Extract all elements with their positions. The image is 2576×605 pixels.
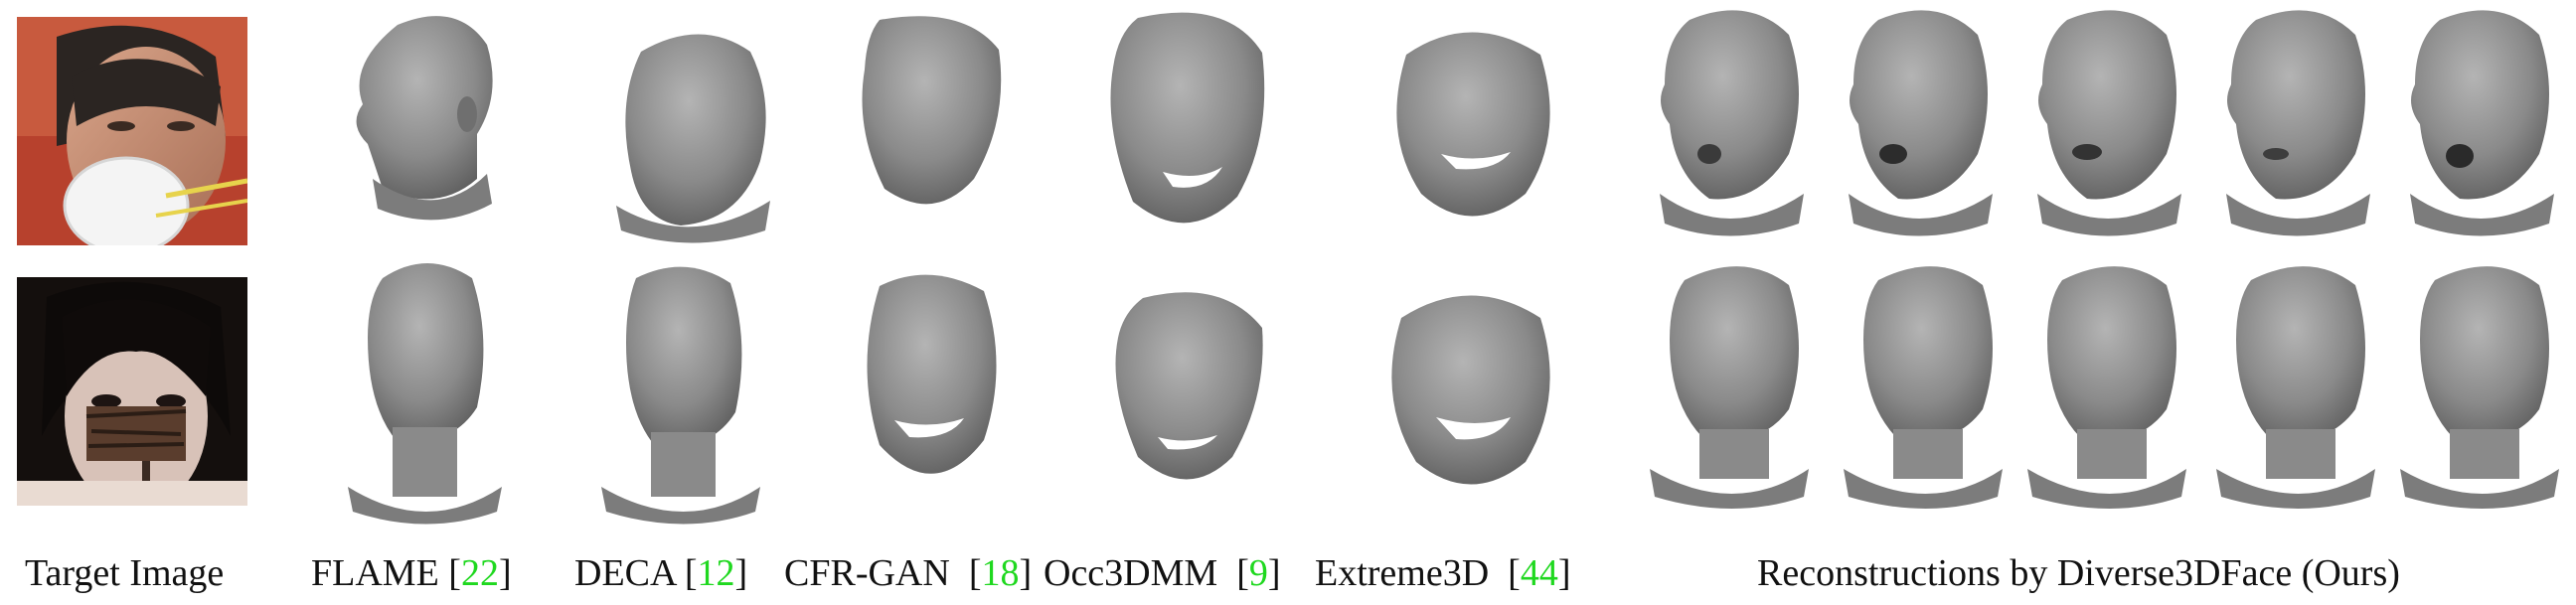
citation[interactable]: 18: [981, 552, 1020, 594]
caption-flame: FLAME [22]: [311, 552, 512, 594]
method-name: CFR-GAN: [784, 552, 950, 594]
caption-deca: DECA [12]: [574, 552, 748, 594]
deca-mesh-row1: [616, 34, 770, 243]
ours-mesh-row2-3: [2027, 266, 2186, 509]
ours-mesh-row1-2: [1849, 10, 1993, 236]
ours-mesh-row1-1: [1660, 10, 1804, 236]
ours-mesh-row2-4: [2216, 266, 2375, 509]
caption-ours: Reconstructions by Diverse3DFace (Ours): [1757, 552, 2400, 594]
caption-cfrgan: CFR-GAN [18]: [784, 552, 1033, 594]
citation[interactable]: 9: [1248, 552, 1268, 594]
ours-mesh-row1-5: [2410, 10, 2554, 236]
flame-mesh-row1: [356, 16, 493, 221]
target-image-row2: [17, 277, 247, 506]
target-image-row1: [17, 17, 247, 245]
ours-mesh-row2-1: [1650, 266, 1809, 509]
method-name: Extreme3D: [1315, 552, 1490, 594]
method-name: FLAME: [311, 552, 439, 594]
citation[interactable]: 12: [697, 552, 735, 594]
caption-occ3dmm: Occ3DMM [9]: [1044, 552, 1281, 594]
cfrgan-mesh-row1: [862, 16, 1002, 205]
deca-mesh-row2: [601, 266, 760, 525]
ours-mesh-row2-2: [1844, 266, 2003, 509]
occ3dmm-mesh-row2: [1115, 292, 1263, 480]
flame-mesh-row2: [348, 263, 502, 525]
citation[interactable]: 44: [1520, 552, 1558, 594]
extreme3d-mesh-row1: [1396, 32, 1550, 217]
ours-mesh-row2-5: [2400, 266, 2559, 509]
extreme3d-mesh-row2: [1391, 295, 1550, 485]
occ3dmm-mesh-row1: [1110, 12, 1265, 224]
caption-extreme3d: Extreme3D [44]: [1315, 552, 1571, 594]
caption-target-image: Target Image: [25, 552, 225, 594]
ours-mesh-row1-3: [2037, 10, 2181, 236]
method-name: DECA: [574, 552, 676, 594]
citation[interactable]: 22: [460, 552, 499, 594]
cfrgan-mesh-row2: [867, 274, 997, 474]
ours-mesh-row1-4: [2226, 10, 2370, 236]
method-name: Occ3DMM: [1044, 552, 1218, 594]
